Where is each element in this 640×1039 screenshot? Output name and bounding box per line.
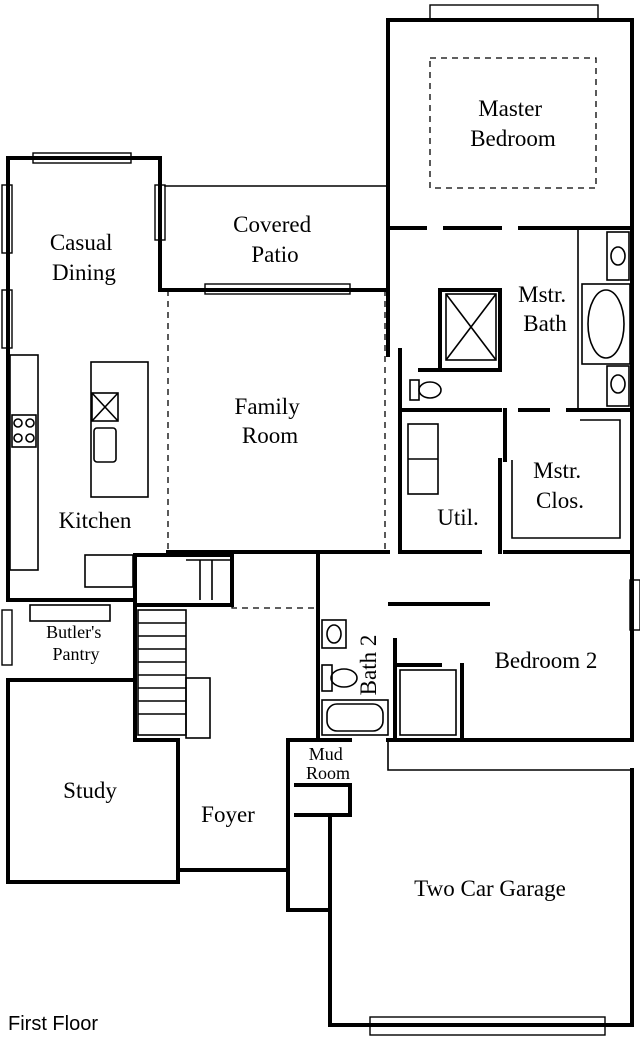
kitchen-label: Kitchen (59, 508, 132, 533)
foyer-label: Foyer (201, 802, 255, 827)
bedroom-2-label: Bedroom 2 (495, 648, 598, 673)
study-label: Study (63, 778, 117, 803)
mstr-clos-label: Mstr. Clos. (533, 458, 587, 513)
bath-2-label: Bath 2 (356, 635, 381, 696)
stairs (137, 559, 230, 739)
covered-patio-label: Covered Patio (233, 212, 317, 267)
fixtures (9, 231, 631, 739)
master-bedroom-label: Master Bedroom (470, 96, 556, 151)
dashed-lines (167, 57, 597, 609)
family-room-label: Family Room (235, 394, 306, 448)
mud-room-label: Mud Room (306, 744, 350, 783)
util-label: Util. (437, 505, 479, 530)
butlers-pantry-label: Butler's Pantry (46, 622, 106, 664)
casual-dining-label: Casual Dining (50, 230, 118, 285)
two-car-garage-label: Two Car Garage (414, 876, 566, 901)
mstr-bath-label: Mstr. Bath (518, 282, 572, 336)
floor-label: First Floor (8, 1013, 98, 1035)
room-labels: Master Bedroom Casual Dining Covered Pat… (46, 96, 597, 901)
